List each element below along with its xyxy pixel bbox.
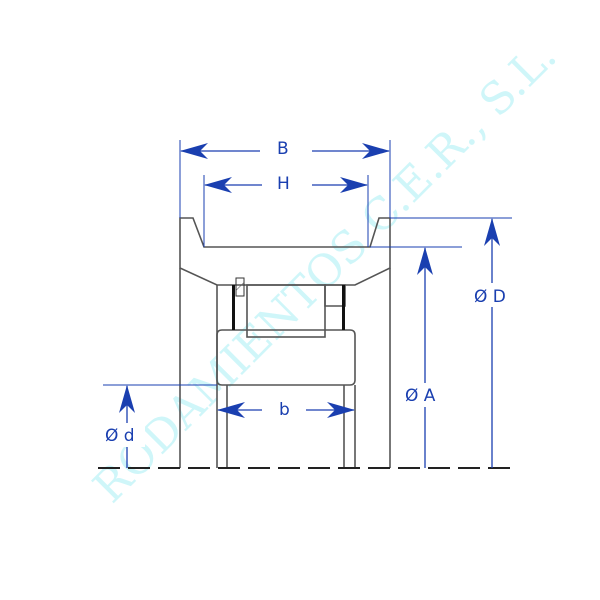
roller bbox=[246, 284, 326, 338]
dimension-D: Ø D bbox=[470, 218, 520, 468]
label-d: Ø d bbox=[105, 426, 135, 446]
label-D: Ø D bbox=[474, 287, 506, 307]
label-b: b bbox=[279, 400, 290, 420]
dimension-B: B bbox=[180, 139, 390, 159]
watermark: RODAMIENTOS C.E.R., S.L. bbox=[84, 30, 567, 513]
seal-left bbox=[232, 285, 235, 330]
body-outlines bbox=[179, 268, 391, 468]
dimension-b: b bbox=[217, 400, 355, 420]
label-A: Ø A bbox=[405, 386, 436, 406]
dimension-d: Ø d bbox=[103, 385, 145, 468]
dimension-H: H bbox=[204, 174, 368, 194]
label-B: B bbox=[277, 139, 289, 159]
dimension-A: Ø A bbox=[403, 247, 443, 468]
seal-right bbox=[342, 285, 345, 330]
label-H: H bbox=[277, 174, 290, 194]
cage bbox=[235, 277, 245, 297]
